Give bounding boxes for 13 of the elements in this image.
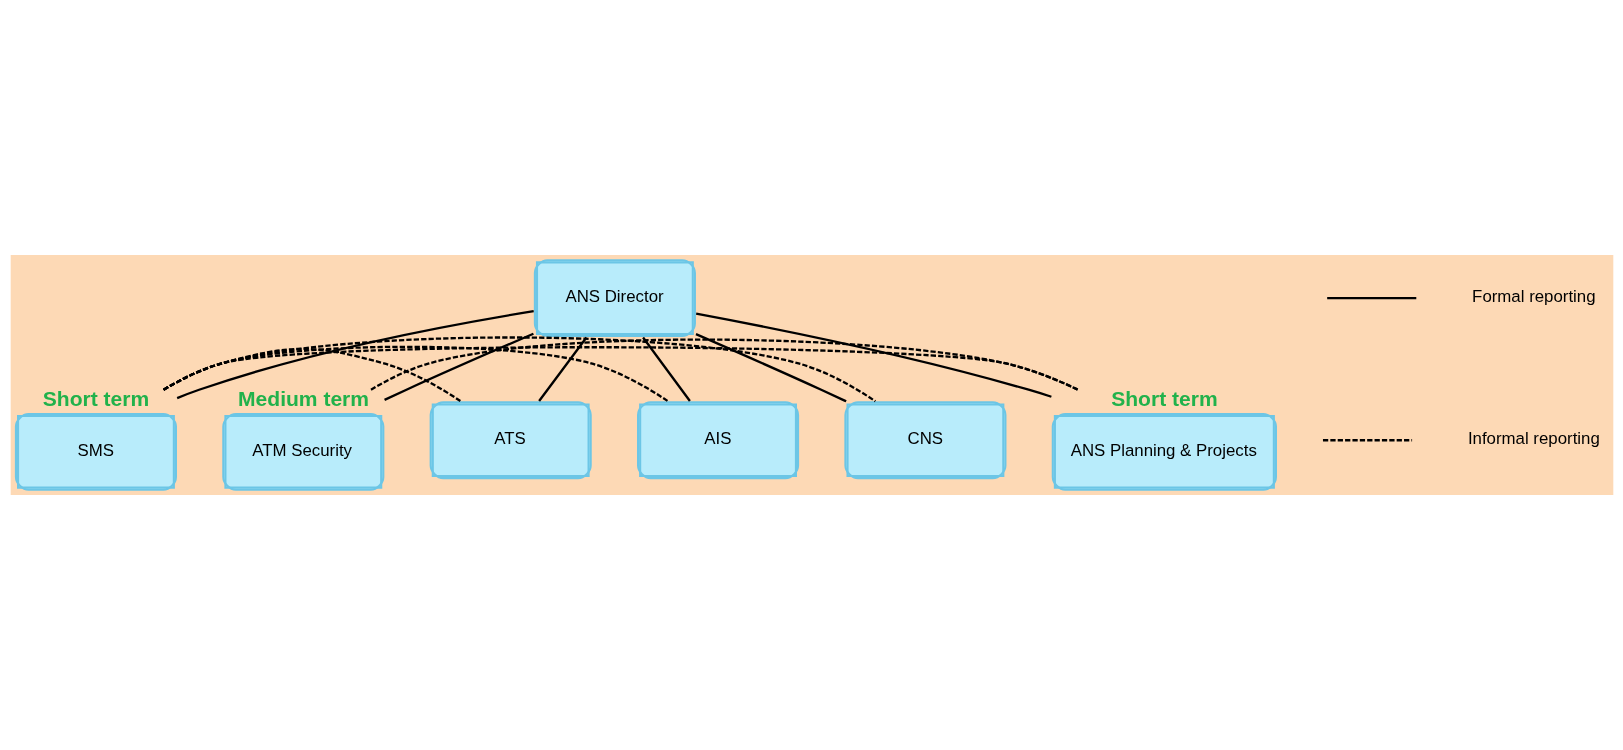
legend-label: Formal reporting: [1471, 287, 1596, 307]
connector: [641, 336, 691, 402]
connector: [369, 338, 1078, 391]
node-label: Short term: [42, 386, 149, 410]
connector: [537, 336, 587, 402]
connector: [695, 333, 847, 403]
connector: [162, 346, 1078, 391]
connector: [176, 310, 534, 400]
legend-label: Informal reporting: [1467, 429, 1600, 449]
connector: [383, 332, 534, 401]
connector: [695, 312, 1052, 398]
node-label: Medium term: [237, 386, 369, 410]
node-label: Short term: [1110, 386, 1218, 410]
